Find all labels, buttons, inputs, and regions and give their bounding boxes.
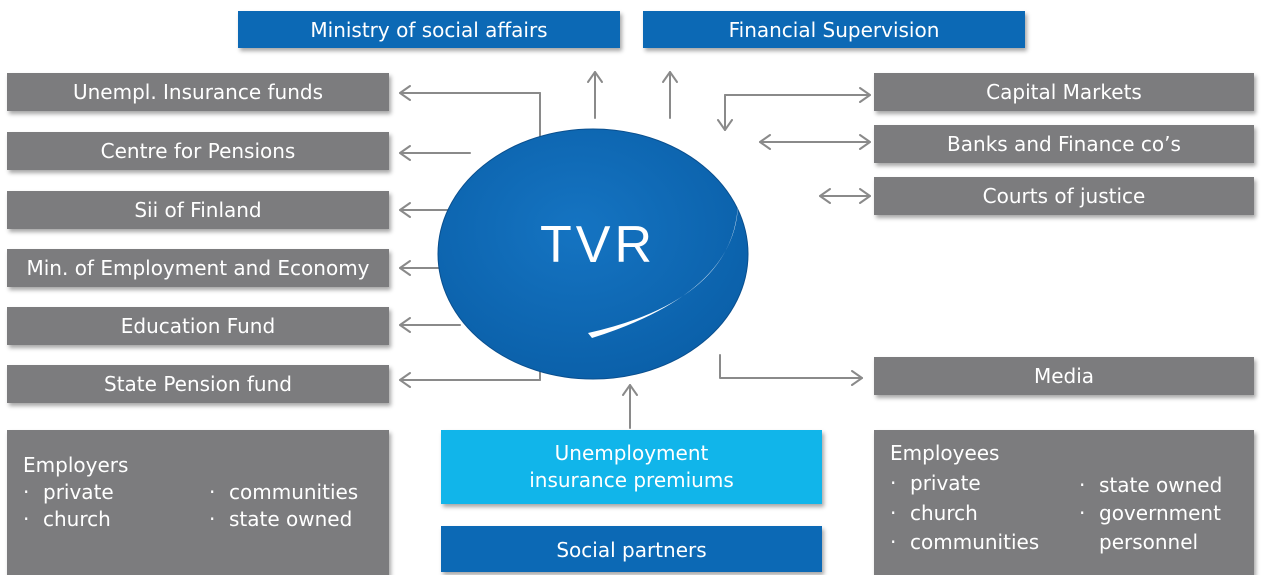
- capital-markets-box: Capital Markets: [874, 73, 1254, 111]
- bullet: ·: [1079, 473, 1086, 497]
- bullet: ·: [23, 507, 30, 531]
- arrow-to-unempl-insurance-funds: [399, 85, 541, 101]
- left-box-label: Min. of Employment and Economy: [26, 256, 370, 280]
- premiums-line1: Unemployment: [554, 441, 709, 465]
- banks-finance-box: Banks and Finance co’s: [874, 125, 1254, 163]
- arrow-to-centre-for-pensions: [399, 145, 471, 161]
- right-box-label: Capital Markets: [986, 80, 1142, 104]
- arrow-to-financial-supervision: [662, 71, 678, 119]
- ministry-of-social-affairs-box: Ministry of social affairs: [238, 11, 620, 48]
- employers-item: ·private: [23, 480, 114, 504]
- left-box-label: Sii of Finland: [134, 198, 262, 222]
- bullet: ·: [1079, 501, 1086, 525]
- state-pension-fund-box: State Pension fund: [7, 365, 389, 403]
- sii-of-finland-box: Sii of Finland: [7, 191, 389, 229]
- premiums-line2: insurance premiums: [529, 468, 734, 492]
- tvr-ellipse: [437, 128, 749, 380]
- education-fund-box: Education Fund: [7, 307, 389, 345]
- left-box-label: State Pension fund: [104, 372, 292, 396]
- arrow-to-state-pension-fund: [399, 372, 541, 388]
- social-partners-label: Social partners: [556, 538, 707, 562]
- unemployment-insurance-premiums-box: Unemployment insurance premiums: [441, 430, 822, 504]
- bullet: ·: [209, 480, 216, 504]
- left-box-label: Education Fund: [120, 314, 276, 338]
- social-partners-box: Social partners: [441, 526, 822, 572]
- employees-title: Employees: [890, 441, 1000, 465]
- media-box: Media: [874, 357, 1254, 395]
- employers-item: ·state owned: [209, 507, 353, 531]
- ministry-label: Ministry of social affairs: [310, 17, 548, 42]
- arrow-banks-finance: [759, 134, 871, 150]
- bullet: ·: [890, 530, 897, 554]
- left-box-label: Unempl. Insurance funds: [72, 80, 324, 104]
- employees-item: ·church: [890, 501, 978, 525]
- centre-for-pensions-box: Centre for Pensions: [7, 132, 389, 170]
- bullet: ·: [23, 480, 30, 504]
- arrow-from-premiums: [622, 384, 638, 429]
- employers-panel: Employers ·private ·church ·communities …: [7, 430, 389, 575]
- arrow-capital-markets: [717, 87, 871, 131]
- right-box-label: Banks and Finance co’s: [947, 132, 1181, 156]
- right-box-label: Media: [1033, 364, 1095, 388]
- employees-item: ·private: [890, 471, 981, 495]
- right-box-label: Courts of justice: [982, 184, 1146, 208]
- min-employment-economy-box: Min. of Employment and Economy: [7, 249, 389, 287]
- arrow-to-min-employment: [399, 260, 446, 276]
- employers-item: ·communities: [209, 480, 359, 504]
- arrow-to-ministry: [587, 71, 603, 119]
- left-box-label: Centre for Pensions: [100, 139, 296, 163]
- arrow-courts-of-justice: [819, 188, 871, 204]
- employees-item: ·communities: [890, 530, 1040, 554]
- employees-panel: Employees ·private ·church ·communities …: [874, 430, 1254, 575]
- bullet: ·: [890, 501, 897, 525]
- bullet: ·: [890, 471, 897, 495]
- employers-title: Employers: [23, 453, 129, 477]
- arrow-to-education-fund: [399, 317, 461, 333]
- bullet: ·: [209, 507, 216, 531]
- arrow-to-sii-of-finland: [399, 202, 456, 218]
- financial-supervision-box: Financial Supervision: [643, 11, 1025, 48]
- courts-of-justice-box: Courts of justice: [874, 177, 1254, 215]
- unempl-insurance-funds-box: Unempl. Insurance funds: [7, 73, 389, 111]
- arrow-to-media: [719, 354, 863, 386]
- tvr-logo-text: TVR: [540, 216, 656, 274]
- financial-supervision-label: Financial Supervision: [728, 17, 940, 42]
- employees-item: ·government: [1079, 501, 1221, 525]
- employees-item: ·state owned: [1079, 473, 1223, 497]
- employees-item: personnel: [1099, 530, 1199, 554]
- employers-item: ·church: [23, 507, 111, 531]
